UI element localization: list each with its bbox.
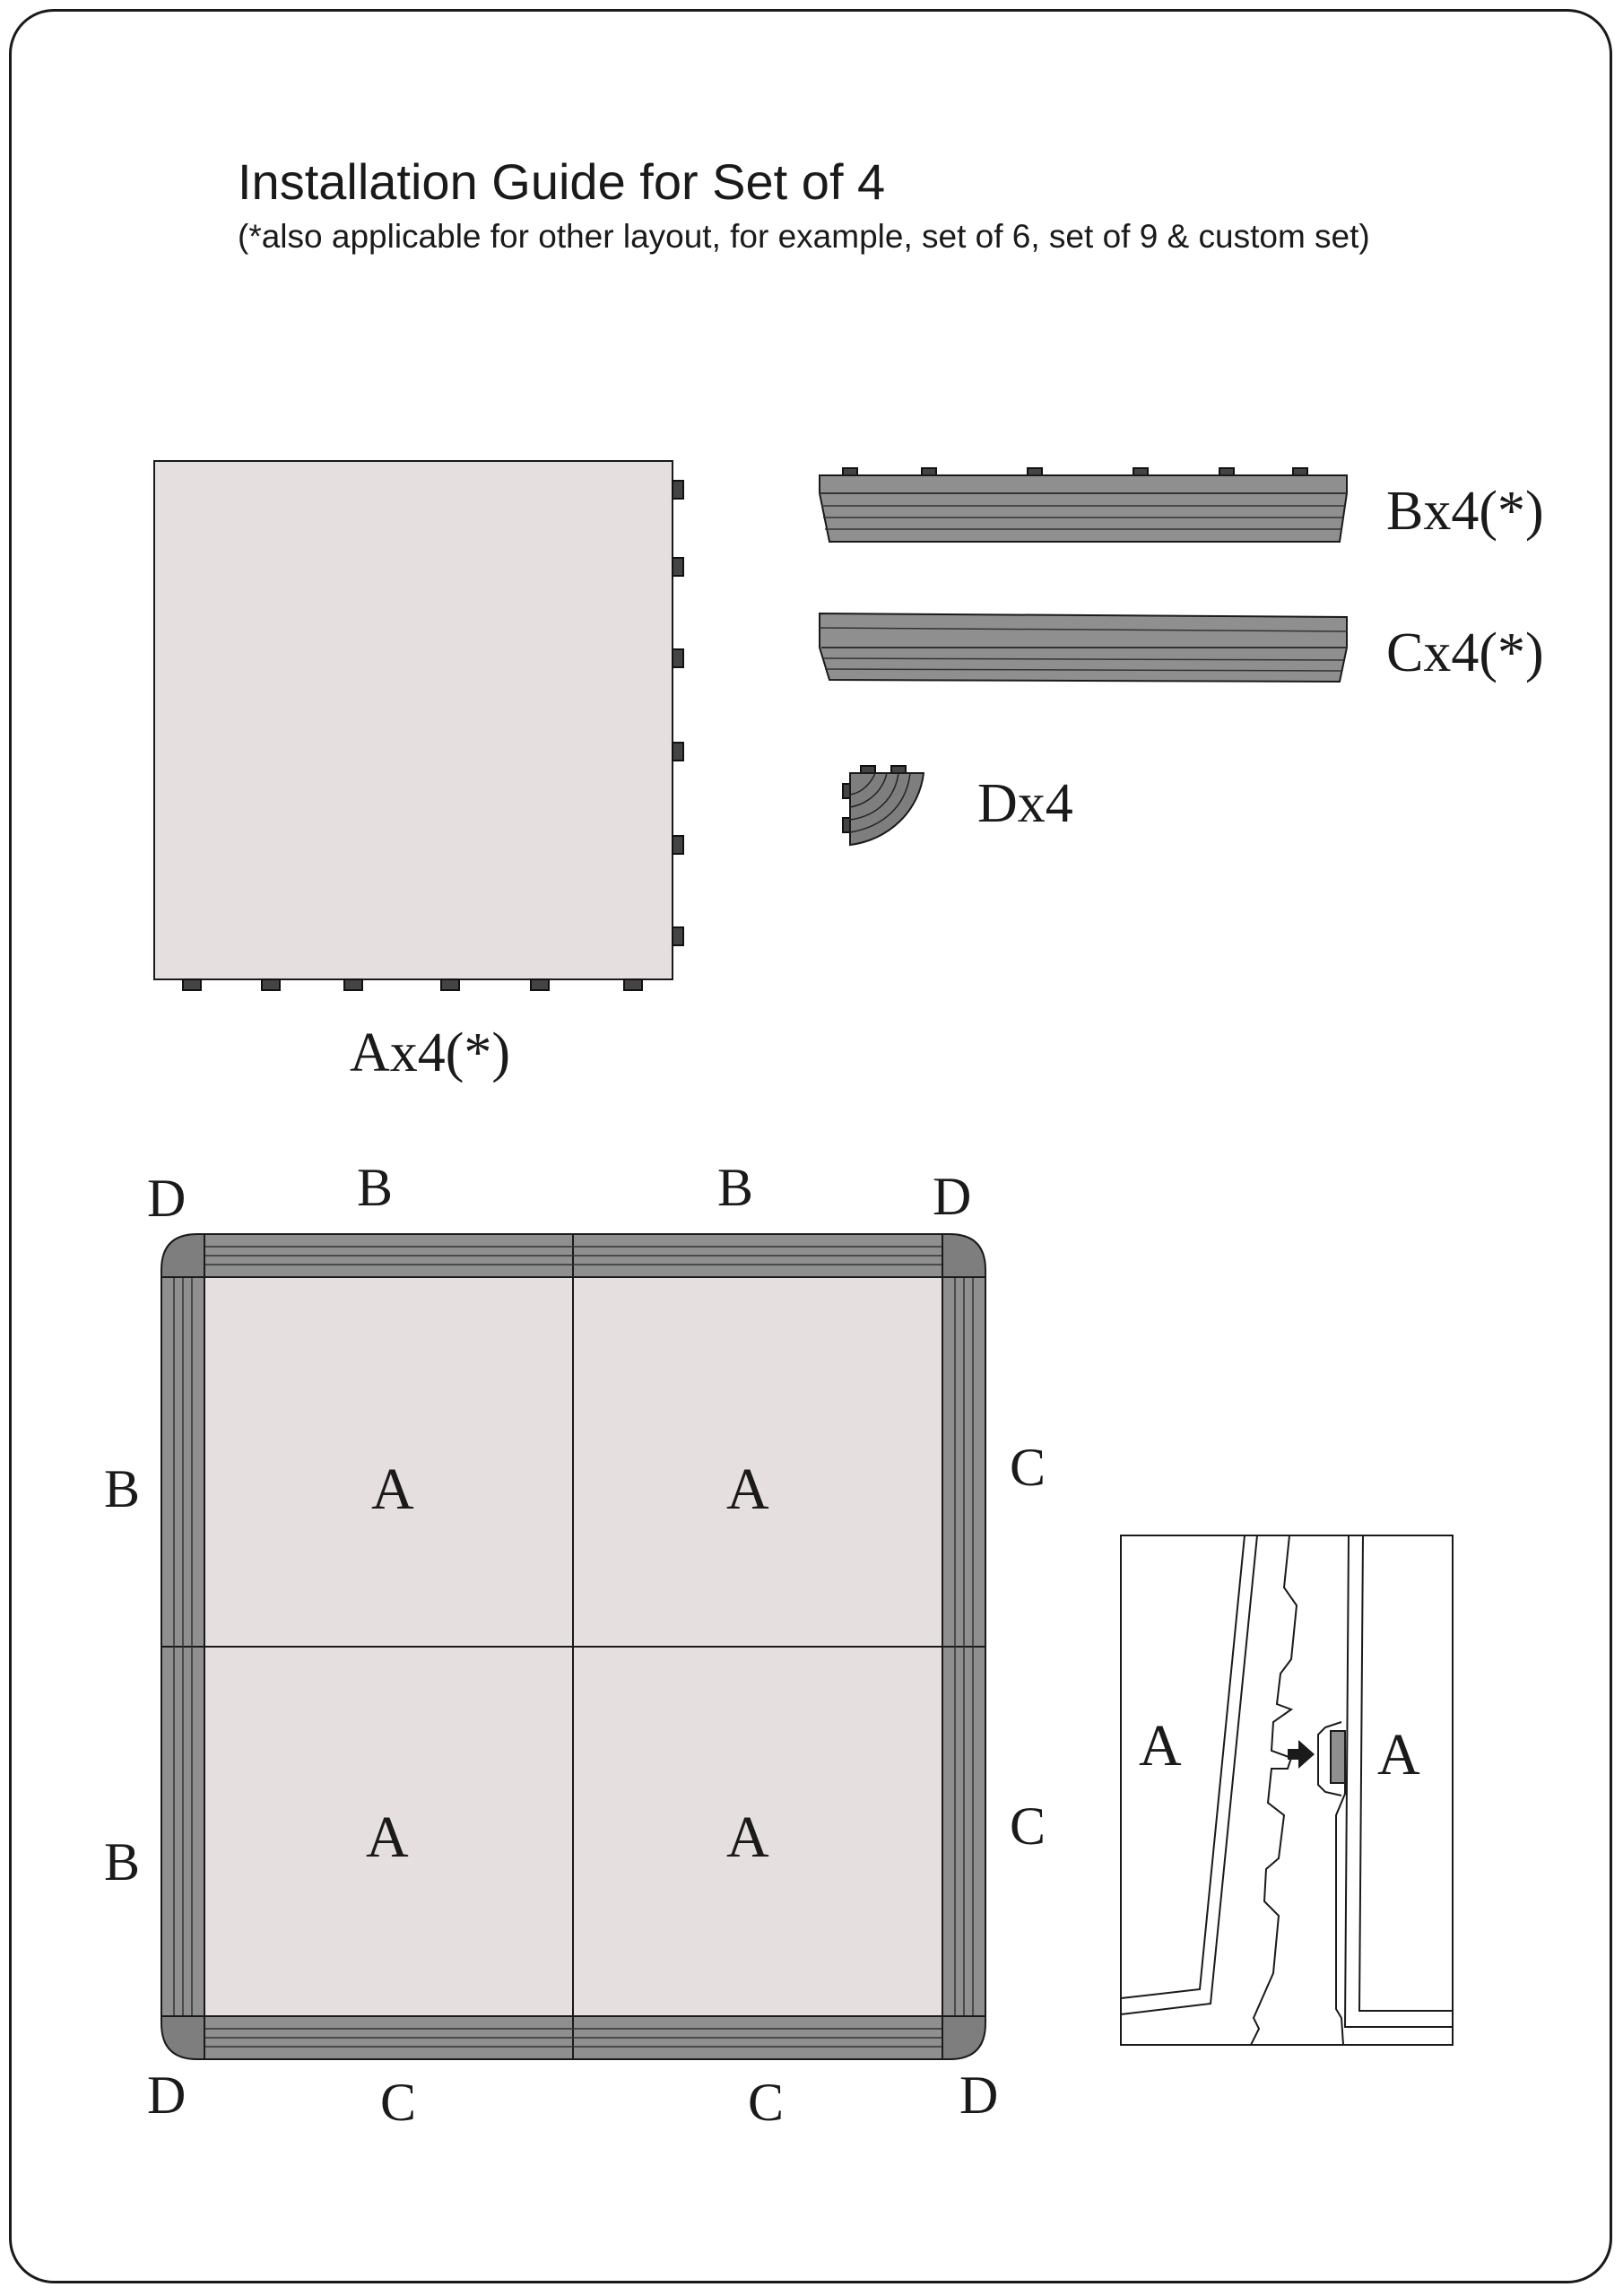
- layout-left-edges: [161, 1276, 205, 2017]
- part-a-bottom-clips: [182, 978, 643, 991]
- layout-label-c-bottom-left: C: [380, 2073, 416, 2132]
- part-b-label: Bx4(*): [1386, 481, 1544, 542]
- layout-label-a-bottom-left: A: [366, 1805, 409, 1870]
- layout-label-a-top-left: A: [371, 1457, 414, 1522]
- part-d-label: Dx4: [977, 773, 1073, 834]
- layout-label-a-bottom-right: A: [726, 1805, 769, 1870]
- layout-label-d-top-left: D: [147, 1169, 186, 1228]
- layout-top-edges: [204, 1233, 943, 1278]
- part-a-tile: [153, 460, 684, 991]
- layout-label-a-top-right: A: [726, 1457, 769, 1522]
- page-border: [9, 9, 1612, 2283]
- part-c-edge: [819, 612, 1348, 683]
- layout-label-c-right-lower: C: [1010, 1796, 1046, 1856]
- layout-label-c-bottom-right: C: [748, 2073, 784, 2132]
- detail-label-right-tile: A: [1377, 1722, 1420, 1787]
- layout-tile-top-right: [572, 1276, 943, 1648]
- connection-detail: [1120, 1535, 1454, 2046]
- part-b-edge: [819, 467, 1348, 543]
- layout-label-d-bottom-right: D: [959, 2066, 998, 2125]
- layout-label-d-bottom-left: D: [147, 2066, 186, 2125]
- layout-bottom-edges: [204, 2015, 943, 2060]
- assembled-layout: [161, 1233, 986, 2060]
- page-title: Installation Guide for Set of 4: [238, 153, 886, 210]
- part-d-corner: [842, 765, 925, 847]
- layout-corners: [161, 1233, 986, 2060]
- layout-label-b-top-left: B: [357, 1158, 393, 1217]
- layout-label-b-left-lower: B: [104, 1832, 140, 1892]
- layout-label-b-left-upper: B: [104, 1459, 140, 1518]
- page-subtitle: (*also applicable for other layout, for …: [238, 218, 1370, 255]
- layout-label-d-top-right: D: [933, 1167, 971, 1226]
- part-c-label: Cx4(*): [1386, 622, 1544, 683]
- layout-label-c-right-upper: C: [1010, 1438, 1046, 1497]
- layout-tile-bottom-right: [572, 1646, 943, 2017]
- part-a-label: Ax4(*): [350, 1022, 510, 1083]
- layout-label-b-top-right: B: [717, 1158, 753, 1217]
- layout-right-edges: [942, 1276, 986, 2017]
- part-a-right-clips: [672, 480, 684, 946]
- detail-label-left-tile: A: [1139, 1713, 1182, 1779]
